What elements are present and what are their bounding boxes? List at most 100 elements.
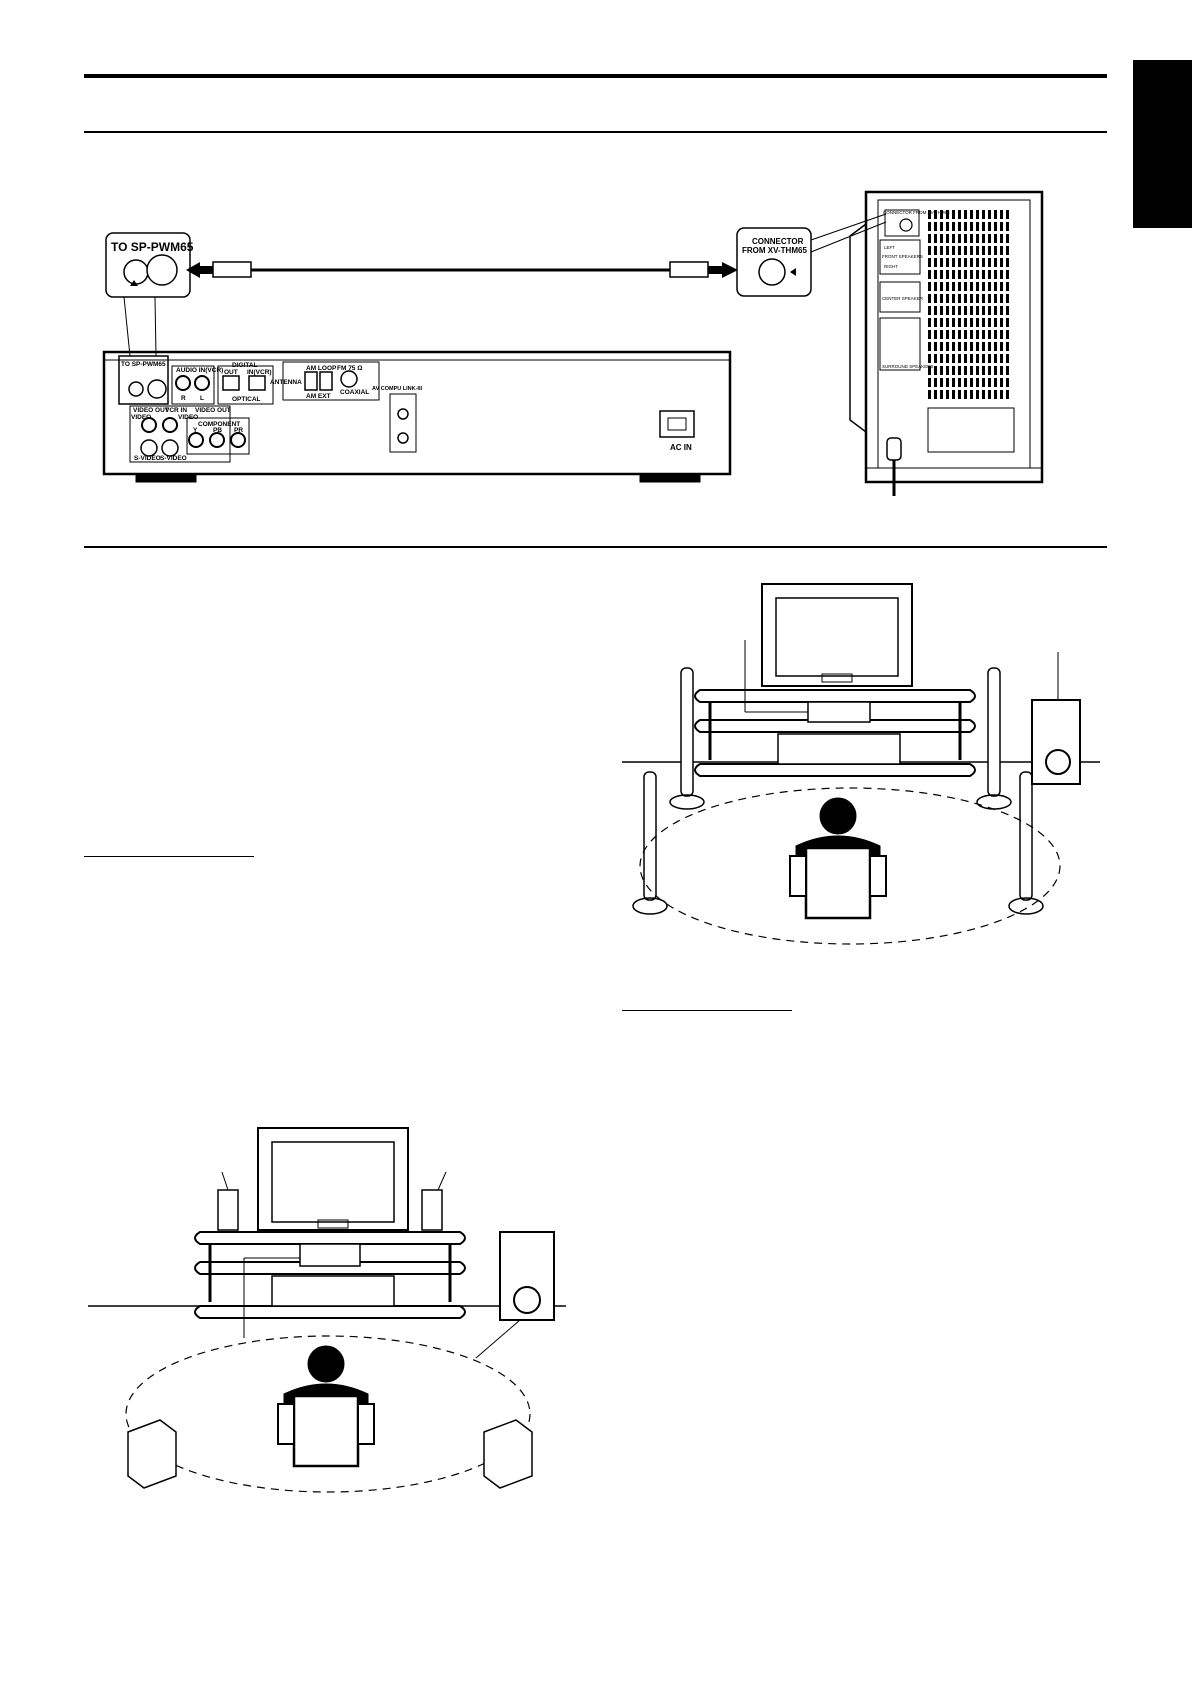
vent-slot [970,258,973,267]
vent-slot [982,318,985,327]
vent-slot [946,378,949,387]
vent-slot [1006,246,1009,255]
vent-slot [940,342,943,351]
vent-slot [952,282,955,291]
vent-slot [988,294,991,303]
vent-slot [976,270,979,279]
vent-slot [982,246,985,255]
vent-slot [982,366,985,375]
vent-slot [982,210,985,219]
vent-slot [976,342,979,351]
vent-slot [958,234,961,243]
sub-label-right: RIGHT [884,264,898,269]
vent-slot [994,318,997,327]
vent-slot [964,270,967,279]
sub-label-center: CENTER SPEAKER [882,296,924,301]
vent-slot [994,354,997,363]
vent-slot [928,390,931,399]
vent-slot [928,270,931,279]
vent-slot [994,270,997,279]
vent-slot [940,318,943,327]
vent-slot [982,270,985,279]
vent-slot [940,294,943,303]
vent-slot [928,210,931,219]
vent-slot [964,366,967,375]
callout-right [736,213,887,297]
dvd-panel-labels: TO SP-PWM65 AUDIO IN(VCR) R L DIGITAL OU… [121,361,692,462]
header-rule-bottom [84,131,1107,133]
vent-slot [1000,390,1003,399]
vent-slot [1006,282,1009,291]
vent-slot [994,258,997,267]
vent-slot [976,234,979,243]
vent-slot [994,234,997,243]
vent-slot [994,282,997,291]
vent-slot [958,258,961,267]
callout-left [105,232,191,357]
dvd-label-optical: OPTICAL [232,396,261,403]
vent-slot [952,354,955,363]
vent-slot [1006,390,1009,399]
vent-slot [952,258,955,267]
vent-slot [934,378,937,387]
vent-slot [1006,318,1009,327]
vent-slot [946,294,949,303]
vent-slot [946,366,949,375]
vent-slot [976,318,979,327]
vent-slot [928,258,931,267]
placement-illustration-bookshelf-speakers [88,1127,566,1493]
vent-slot [1000,354,1003,363]
vent-slot [1000,306,1003,315]
vent-slot [958,342,961,351]
vent-slot [964,330,967,339]
vent-slot [928,246,931,255]
vent-slot [976,354,979,363]
vent-slot [940,378,943,387]
vent-slot [970,342,973,351]
vent-slot [1000,366,1003,375]
vent-slot [928,282,931,291]
vent-slot [988,318,991,327]
vent-slot [952,366,955,375]
vent-slot [958,330,961,339]
vent-slot [946,318,949,327]
dvd-label-video2: VIDEO [178,414,198,421]
vent-slot [946,210,949,219]
vent-slot [934,342,937,351]
vent-slot [934,210,937,219]
vent-slot [928,318,931,327]
vent-slot [1006,354,1009,363]
language-tab [1133,60,1192,228]
vent-slot [1000,342,1003,351]
vent-slot [994,306,997,315]
vent-slot [946,306,949,315]
sub-label-front: FRONT SPEAKERS [882,254,923,259]
dvd-label-audio-l: L [200,395,204,402]
vent-slot [958,294,961,303]
dvd-label-am-loop: AM LOOP [306,365,337,372]
vent-slot [1006,366,1009,375]
subheading-underline-left [84,856,254,857]
vent-slot [934,270,937,279]
vent-slot [988,246,991,255]
vent-slot [1006,270,1009,279]
subheading-underline-right [622,1010,792,1011]
vent-slot [958,222,961,231]
vent-slot [964,354,967,363]
vent-slot [982,234,985,243]
vent-slot [970,234,973,243]
vent-slot [940,270,943,279]
callout-left-label: TO SP-PWM65 [111,240,194,254]
vent-slot [976,378,979,387]
vent-slot [976,258,979,267]
vent-slot [940,234,943,243]
vent-slot [982,390,985,399]
vent-slot [970,330,973,339]
vent-slot [934,294,937,303]
vent-slot [958,318,961,327]
callout-right-label-line2: FROM XV-THM65 [742,246,807,255]
vent-slot [946,234,949,243]
vent-slot [994,390,997,399]
vent-slot [964,294,967,303]
subwoofer-panel-labels: CONNECTOR FROM XV-THM65 FRONT SPEAKERS L… [882,210,950,369]
